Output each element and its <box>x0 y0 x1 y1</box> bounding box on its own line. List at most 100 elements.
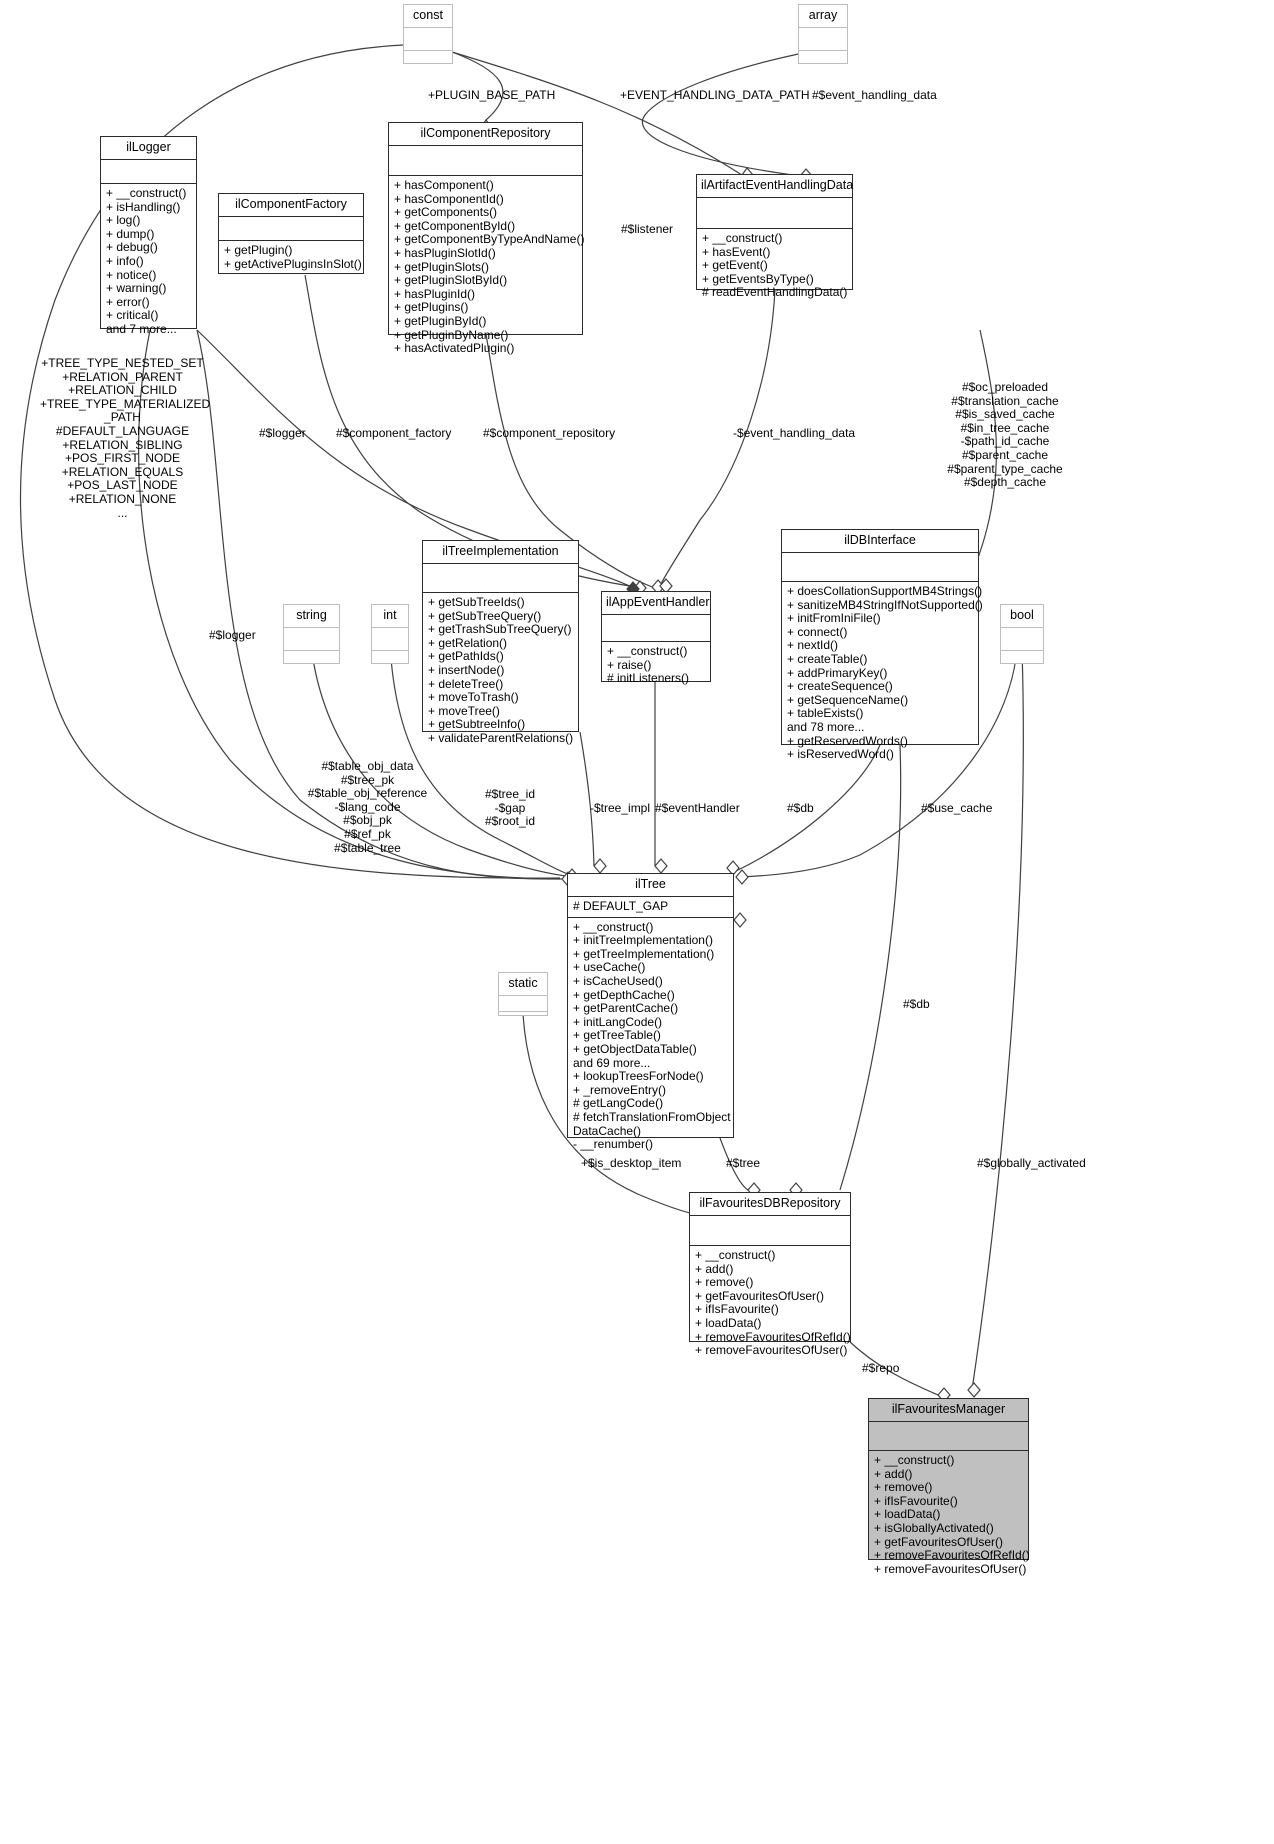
class-box-illogger[interactable]: ilLogger + __construct() + isHandling() … <box>100 136 197 336</box>
class-title: ilAppEventHandler <box>602 592 710 615</box>
class-operations <box>372 651 408 674</box>
operation-row: + lookupTreesForNode() <box>573 1069 704 1084</box>
operation-row: + removeFavouritesOfRefId() <box>874 1548 1030 1563</box>
class-title: ilFavouritesDBRepository <box>690 1193 850 1216</box>
operation-row: + moveTree() <box>428 703 500 718</box>
operation-row: + warning() <box>106 281 167 296</box>
operation-row: + error() <box>106 294 150 309</box>
operation-row: + removeFavouritesOfUser() <box>874 1561 1027 1576</box>
operation-row: # fetchTranslationFromObject <box>573 1109 731 1124</box>
edge-label-db-upper: #$db <box>787 801 814 815</box>
operation-row: + info() <box>106 253 144 268</box>
class-title: static <box>499 973 547 996</box>
class-box-const[interactable]: const <box>403 4 453 64</box>
class-attributes <box>404 28 452 51</box>
class-title: int <box>372 605 408 628</box>
operation-row: + getDepthCache() <box>573 987 675 1002</box>
edge-label-string-fields: #$table_obj_data #$tree_pk #$table_obj_r… <box>307 759 428 855</box>
class-box-ilcomponentrepository[interactable]: ilComponentRepository + hasComponent() +… <box>388 122 585 355</box>
class-operations <box>404 51 452 74</box>
operation-row: + hasEvent() <box>702 244 771 259</box>
operation-row: + notice() <box>106 267 157 282</box>
class-operations: + __construct() + initTreeImplementation… <box>568 918 733 1156</box>
operation-row: + addPrimaryKey() <box>787 665 888 680</box>
operation-row: + getPluginSlots() <box>394 259 490 274</box>
class-operations <box>284 651 339 674</box>
operation-row: + createSequence() <box>787 679 893 694</box>
operation-row: + getSubTreeQuery() <box>428 608 542 623</box>
class-box-ilappeventhandler[interactable]: ilAppEventHandler + __construct() + rais… <box>601 591 711 685</box>
operation-row: + initLangCode() <box>573 1014 663 1029</box>
edge-label-tree: #$tree <box>726 1156 761 1170</box>
operation-row: and 69 more... <box>573 1055 651 1070</box>
class-attributes <box>423 564 578 593</box>
class-attributes <box>1001 628 1043 651</box>
operation-row: # readEventHandlingData() <box>702 285 848 300</box>
operation-row: + getSubtreeInfo() <box>428 717 526 732</box>
class-title: ilTreeImplementation <box>423 541 578 564</box>
operation-row: + __construct() <box>874 1453 955 1467</box>
operation-row: + hasComponent() <box>394 178 494 192</box>
operation-row: + initTreeImplementation() <box>573 933 713 948</box>
class-box-iltree[interactable]: ilTree # DEFAULT_GAP + __construct() + i… <box>567 873 734 1151</box>
operation-row: + tableExists() <box>787 706 864 721</box>
class-box-ildbinterface[interactable]: ilDBInterface + doesCollationSupportMB4S… <box>781 529 983 761</box>
operation-row: + getEvent() <box>702 258 768 273</box>
operation-row: + getPluginSlotById() <box>394 273 508 288</box>
class-box-string[interactable]: string <box>283 604 340 664</box>
class-box-ilfavouritesdbrepository[interactable]: ilFavouritesDBRepository + __construct()… <box>689 1192 851 1357</box>
class-attributes <box>219 217 363 241</box>
class-box-bool[interactable]: bool <box>1000 604 1044 664</box>
class-attributes: # DEFAULT_GAP <box>568 897 733 918</box>
class-box-int[interactable]: int <box>371 604 409 664</box>
class-box-iltreeimplementation[interactable]: ilTreeImplementation + getSubTreeIds() +… <box>422 540 579 745</box>
class-operations <box>799 51 847 74</box>
class-attributes <box>690 1216 850 1246</box>
class-operations: + __construct() + isHandling() + log() +… <box>101 184 196 341</box>
operation-row: + __construct() <box>695 1248 776 1262</box>
operation-row: + getRelation() <box>428 635 508 650</box>
operation-row: # getLangCode() <box>573 1096 664 1111</box>
operation-row: and 78 more... <box>787 719 865 734</box>
class-attributes <box>869 1422 1028 1451</box>
operation-row: + getTreeTable() <box>573 1028 661 1043</box>
class-box-static[interactable]: static <box>498 972 548 1016</box>
operation-row: + getEventsByType() <box>702 271 814 286</box>
operation-row: DataCache() <box>573 1123 642 1138</box>
class-box-ilartifacteventhandlingdata[interactable]: ilArtifactEventHandlingData + __construc… <box>696 174 853 299</box>
class-attributes <box>101 160 196 184</box>
operation-row: + getPathIds() <box>428 649 504 664</box>
operation-row: + hasComponentId() <box>394 191 504 206</box>
operation-row: + getSequenceName() <box>787 692 909 707</box>
class-attributes <box>372 628 408 651</box>
operation-row: + debug() <box>106 240 158 255</box>
class-operations: + __construct() + hasEvent() + getEvent(… <box>697 229 852 304</box>
operation-row: + critical() <box>106 308 159 323</box>
operation-row: + hasPluginId() <box>394 286 476 301</box>
operation-row: + add() <box>695 1261 734 1276</box>
operation-row: + getTreeImplementation() <box>573 946 715 961</box>
operation-row: + getFavouritesOfUser() <box>874 1534 1004 1549</box>
operation-row: + hasPluginSlotId() <box>394 245 496 260</box>
operation-row: + getComponentById() <box>394 218 516 233</box>
operation-row: + initFromIniFile() <box>787 611 881 626</box>
operation-row: + _removeEntry() <box>573 1082 667 1097</box>
operation-row: + isGloballyActivated() <box>874 1520 994 1535</box>
operation-row: + getTrashSubTreeQuery() <box>428 622 572 637</box>
attribute-row: # DEFAULT_GAP <box>573 899 669 913</box>
class-box-array[interactable]: array <box>798 4 848 64</box>
operation-row: + nextId() <box>787 638 839 653</box>
operation-row: + getActivePluginsInSlot() <box>224 256 362 271</box>
operation-row: + getSubTreeIds() <box>428 595 525 609</box>
edge-label-plugin-base-path: +PLUGIN_BASE_PATH <box>428 88 556 102</box>
edge-label-event-handler: #$eventHandler <box>655 801 740 815</box>
edge-label-logger-upper: #$logger <box>259 426 306 440</box>
edge-label-event-handling-data: -$event_handling_data <box>733 426 856 440</box>
operation-row: + getComponentByTypeAndName() <box>394 232 585 247</box>
edge-label-tree-caches: #$oc_preloaded #$translation_cache #$is_… <box>947 380 1063 490</box>
operation-row: + insertNode() <box>428 662 505 677</box>
class-box-ilfavouritesmanager[interactable]: ilFavouritesManager + __construct() + ad… <box>868 1398 1030 1575</box>
class-operations: + __construct() + raise() # initListener… <box>602 642 710 690</box>
edge-label-db-lower: #$db <box>903 997 930 1011</box>
class-box-ilcomponentfactory[interactable]: ilComponentFactory + getPlugin() + getAc… <box>218 193 364 274</box>
